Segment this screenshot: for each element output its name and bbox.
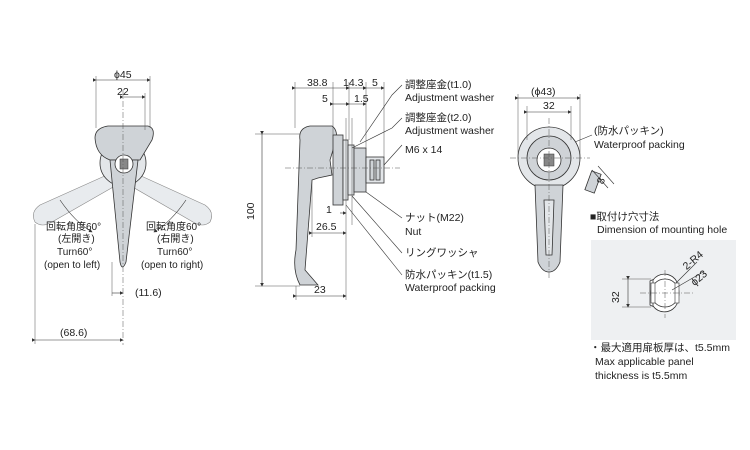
key-slot xyxy=(119,158,129,170)
packing-jp: 防水パッキン(t1.5) xyxy=(405,268,492,281)
dim-phi43: (ϕ43) xyxy=(531,86,556,98)
dim-5b: 5 xyxy=(372,77,378,89)
dim-11-6: (11.6) xyxy=(135,287,162,299)
dim-68-6: (68.6) xyxy=(60,327,87,339)
note-en1: Max applicable panel xyxy=(595,356,694,368)
side-flange xyxy=(332,134,344,206)
mounting-dim-32: 32 xyxy=(610,291,622,303)
rot-right-en2: (open to right) xyxy=(141,260,203,271)
dim-5a: 5 xyxy=(322,93,328,105)
mounting-title-en: Dimension of mounting hole xyxy=(597,224,727,236)
side-washer-1 xyxy=(342,139,349,201)
side-thread-1 xyxy=(369,159,375,181)
right-ghost-handle xyxy=(123,169,212,226)
dim-front-32: 32 xyxy=(543,100,555,112)
rot-right-jp1: 回転角度60° xyxy=(146,220,201,233)
side-washer-2 xyxy=(347,144,355,196)
nut-en: Nut xyxy=(405,226,421,238)
front-cam xyxy=(584,170,602,194)
washer1-jp: 調整座金(t1.0) xyxy=(405,78,472,91)
rot-right-en1: Turn60° xyxy=(157,247,192,258)
dim-26-5: 26.5 xyxy=(316,221,337,233)
dim-8: 8 xyxy=(595,176,608,186)
washer1-en: Adjustment washer xyxy=(405,92,495,104)
rot-left-en1: Turn60° xyxy=(57,247,92,258)
mounting-hole-section: ■取付け穴寸法 Dimension of mounting hole 32 2-… xyxy=(590,210,736,340)
side-handle xyxy=(294,125,337,286)
note-jp: ・最大適用扉板厚は、t5.5mm xyxy=(590,341,730,354)
washer2-jp: 調整座金(t2.0) xyxy=(405,111,472,124)
dim-1-5: 1.5 xyxy=(354,93,369,105)
note-en2: thickness is t5.5mm xyxy=(595,370,687,382)
rot-right-jp2: (右開き) xyxy=(157,232,194,245)
packing-en: Waterproof packing xyxy=(405,282,496,294)
rot-left-en2: (open to left) xyxy=(44,260,100,271)
front-packing-en: Waterproof packing xyxy=(594,139,685,151)
handle-arm xyxy=(109,159,139,268)
side-view: 38.8 14.3 5 5 1.5 100 1 26.5 23 調整座金(t1 xyxy=(245,77,496,300)
left-ghost-handle xyxy=(33,169,123,226)
rot-left-jp2: (左開き) xyxy=(58,232,95,245)
thickness-note: ・最大適用扉板厚は、t5.5mm Max applicable panel th… xyxy=(590,341,730,382)
dim-22: 22 xyxy=(117,86,129,98)
dim-100: 100 xyxy=(245,202,257,220)
nut-jp: ナット(M22) xyxy=(405,212,464,224)
dim-14-3: 14.3 xyxy=(343,77,364,89)
side-nut xyxy=(353,147,367,193)
front-view: (ϕ43) 32 8 (防水パッキン) Waterproof packing xyxy=(510,86,685,280)
handle-cap xyxy=(94,125,154,161)
front-packing-jp: (防水パッキン) xyxy=(594,124,664,137)
washer2-en: Adjustment washer xyxy=(405,125,495,137)
side-shaft xyxy=(365,156,385,184)
dim-38-8: 38.8 xyxy=(307,77,328,89)
thread-spec: M6 x 14 xyxy=(405,144,443,156)
dim-23: 23 xyxy=(314,284,326,296)
left-rotation-view: ϕ45 22 (11.6) (68.6) 回転角度60° (左開き) Turn6… xyxy=(32,69,212,345)
rot-left-jp1: 回転角度60° xyxy=(46,220,101,233)
side-thread-2 xyxy=(375,159,381,181)
dim-phi45: ϕ45 xyxy=(114,69,132,81)
dim-1: 1 xyxy=(326,204,332,216)
ring-jp: リングワッシャ xyxy=(405,246,479,259)
mounting-title-jp: ■取付け穴寸法 xyxy=(590,210,659,223)
